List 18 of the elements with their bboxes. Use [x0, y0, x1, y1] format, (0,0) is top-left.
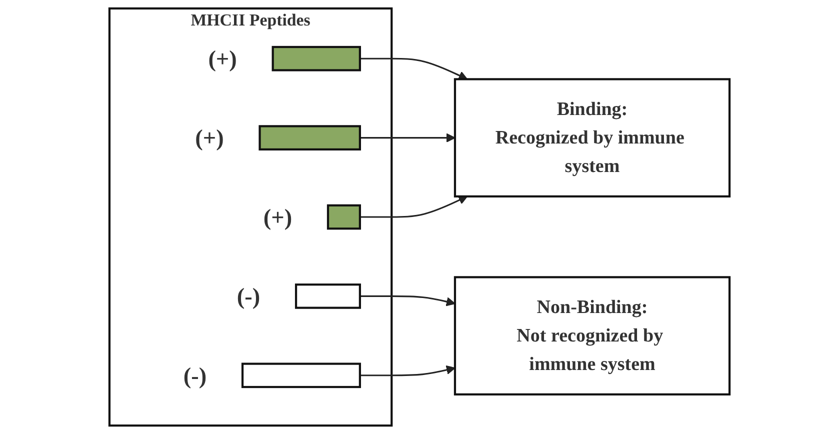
node-box [454, 276, 731, 396]
arrow [360, 58, 468, 80]
arrow [360, 295, 456, 306]
cluster [108, 7, 393, 427]
node-bar [326, 204, 361, 230]
arrow [360, 133, 456, 142]
node-box [454, 78, 731, 198]
node-label: (-) [236, 283, 260, 310]
arrow [360, 365, 456, 376]
node-label: (-) [183, 362, 207, 389]
node-bar [258, 125, 361, 150]
node-label: (+) [208, 45, 237, 72]
node-bar [294, 284, 361, 309]
node-label: (+) [195, 124, 224, 151]
node-bar [272, 46, 361, 72]
arrow [360, 196, 468, 218]
node-bar [241, 362, 361, 388]
node-label: (+) [263, 204, 292, 230]
